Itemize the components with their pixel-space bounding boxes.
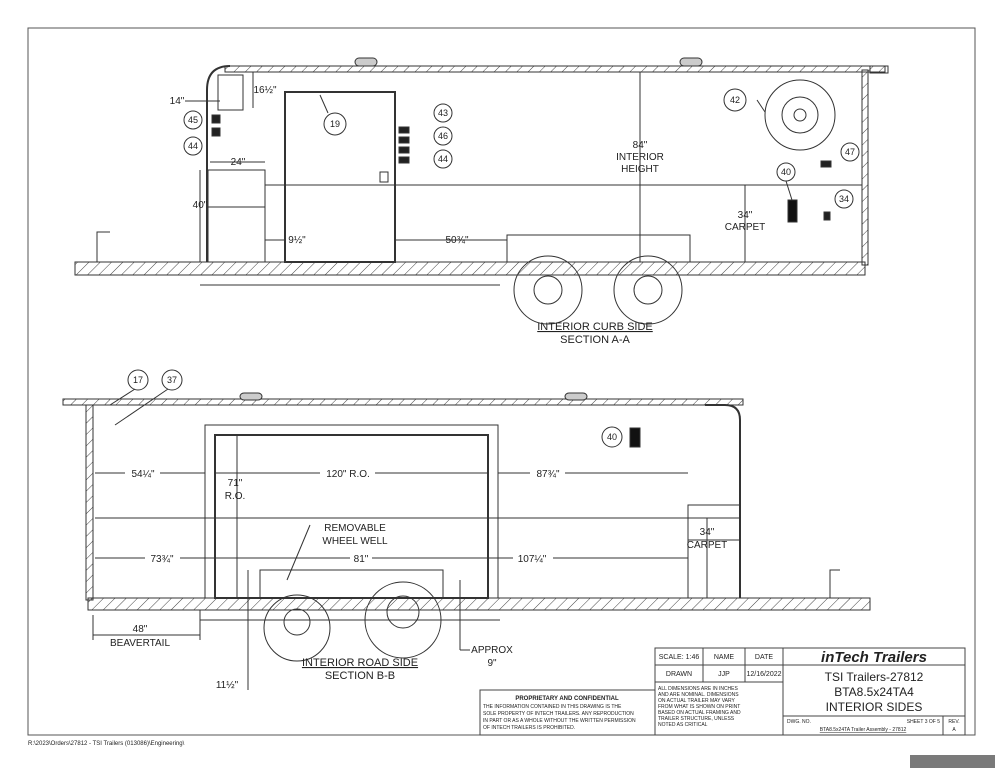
title-line-3: INTERIOR SIDES <box>826 700 923 714</box>
note-line: TRAILER STRUCTURE, UNLESS <box>658 716 735 722</box>
dim-84-label2: HEIGHT <box>621 164 659 175</box>
dim-71: 71" <box>228 478 243 489</box>
dwg-no-label: DWG. NO. <box>787 719 811 725</box>
rev-value: A <box>952 727 956 733</box>
balloon: 47 <box>845 147 855 157</box>
spare-tire <box>764 79 836 151</box>
garage-door-frame <box>204 424 499 599</box>
proprietary-line: IN PART OR AS A WHOLE WITHOUT THE WRITTE… <box>483 718 636 724</box>
roof-vent <box>679 57 703 67</box>
balloon: 46 <box>438 131 448 141</box>
balloon: 40 <box>781 167 791 177</box>
approx-9: 9" <box>487 658 497 669</box>
title-line-2: BTA8.5x24TA4 <box>834 685 914 699</box>
dim-34: 34" <box>700 527 715 538</box>
sheet-number: SHEET 3 OF 5 <box>907 719 940 725</box>
dwg-no: BTA8.5x24TA Trailer Assembly - 27812 <box>820 727 907 733</box>
dim-34-label: CARPET <box>687 540 728 551</box>
dim-48: 48" <box>133 624 148 635</box>
wheel-well-label: REMOVABLE <box>324 523 386 534</box>
light-40 <box>787 199 798 223</box>
dim-9-half: 9½" <box>288 235 306 246</box>
title-line-1: TSI Trailers-27812 <box>825 670 924 684</box>
road-side-view <box>62 369 871 690</box>
dim-107-1-4: 107¼" <box>518 553 547 565</box>
dim-71-label: R.O. <box>225 491 246 502</box>
dim-34-label: CARPET <box>725 222 766 233</box>
note-line: ALL DIMENSIONS ARE IN INCHES <box>658 686 738 692</box>
wheel <box>613 255 683 325</box>
wheel <box>263 594 331 662</box>
rev-label: REV. <box>948 719 959 725</box>
balloon: 40 <box>607 432 617 442</box>
balloon: 44 <box>188 141 198 151</box>
section-label: SECTION B-B <box>325 670 395 682</box>
dim-11-half: 11½" <box>216 680 239 691</box>
curb-side-view <box>74 57 889 325</box>
cabinet <box>687 504 741 599</box>
door <box>284 91 396 263</box>
dim-81: 81" <box>354 554 369 565</box>
title-block <box>479 647 966 736</box>
floor <box>74 261 866 276</box>
proprietary-line: OF INTECH TRAILERS IS PROHIBITED. <box>483 725 575 731</box>
drawn-name: JJP <box>718 671 730 678</box>
scrollbar-thumb[interactable] <box>910 755 995 768</box>
roof-vent <box>354 57 378 67</box>
section-title: INTERIOR CURB SIDE <box>537 321 653 333</box>
floor <box>87 597 871 611</box>
balloon: 34 <box>839 194 849 204</box>
dim-50-3-4: 50¾" <box>445 235 468 246</box>
note-line: AND ARE NOMINAL. DIMENSIONS <box>658 692 739 698</box>
garage-door <box>214 434 489 599</box>
roof-vent <box>239 392 263 401</box>
dim-84-label: INTERIOR <box>616 152 664 163</box>
dim-54-1-4: 54¼" <box>131 468 154 480</box>
dim-87-3-4: 87¾" <box>536 469 559 480</box>
balloon: 43 <box>438 108 448 118</box>
balloon: 44 <box>438 154 448 164</box>
proprietary-line: SOLE PROPERTY OF INTECH TRAILERS. ANY RE… <box>483 711 634 717</box>
balloon: 37 <box>167 375 177 385</box>
note-line: NOTED AS CRITICAL <box>658 722 708 728</box>
dim-40: 40" <box>193 200 208 211</box>
roof-vent <box>564 392 588 401</box>
file-path: R:\2023\Orders\27812 - TSI Trailers (013… <box>28 741 185 747</box>
section-label: SECTION A-A <box>560 334 630 346</box>
section-title: INTERIOR ROAD SIDE <box>302 657 418 669</box>
proprietary-title: PROPRIETARY AND CONFIDENTIAL <box>515 696 619 702</box>
drawn-date: 12/16/2022 <box>746 671 781 678</box>
note-line: FROM WHAT IS SHOWN ON PRINT <box>658 704 740 710</box>
dim-16-half: 16½" <box>253 85 276 96</box>
dim-120-ro: 120" R.O. <box>326 469 370 480</box>
balloon: 17 <box>133 375 143 385</box>
cabinet <box>207 169 266 263</box>
proprietary-line: THE INFORMATION CONTAINED IN THIS DRAWIN… <box>483 704 622 710</box>
scale: SCALE: 1:46 <box>659 654 700 661</box>
balloon: 19 <box>330 119 340 129</box>
note-line: BASED ON ACTUAL FRAMING AND <box>658 710 741 716</box>
company-name: inTech Trailers <box>821 649 927 666</box>
light-40 <box>629 427 641 448</box>
dim-84: 84" <box>633 140 648 151</box>
balloon: 45 <box>188 115 198 125</box>
note-line: ON ACTUAL TRAILER MAY VARY <box>658 698 736 704</box>
dim-73-3-4: 73¾" <box>150 554 173 565</box>
dim-14: 14" <box>170 96 185 107</box>
wheel-well-label2: WHEEL WELL <box>322 536 388 547</box>
drawn-label: DRAWN <box>666 671 692 678</box>
approx-label: APPROX <box>471 645 513 656</box>
name-header: NAME <box>714 654 735 661</box>
date-header: DATE <box>755 654 773 661</box>
wheel <box>364 581 442 659</box>
beavertail-label: BEAVERTAIL <box>110 638 170 649</box>
wheel <box>513 255 583 325</box>
balloon: 42 <box>730 95 740 105</box>
dim-34: 34" <box>738 210 753 221</box>
dim-24: 24" <box>231 157 246 168</box>
